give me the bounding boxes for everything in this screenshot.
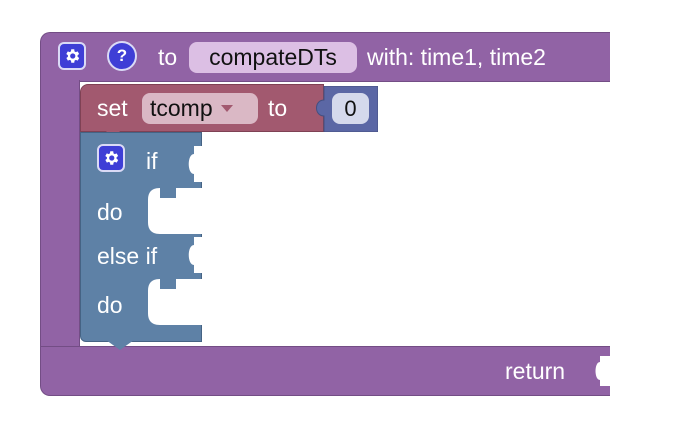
- procedure-params-label[interactable]: with: time1, time2: [367, 44, 546, 70]
- do2-label: do: [97, 292, 123, 318]
- mutator-gear-icon[interactable]: [97, 144, 125, 172]
- help-icon[interactable]: ?: [107, 41, 137, 71]
- set-label: set: [97, 95, 128, 121]
- if-condition-socket[interactable]: [186, 146, 204, 182]
- else-if-condition-socket[interactable]: [186, 237, 204, 273]
- procedure-to-label: to: [158, 44, 178, 70]
- else-if-label: else if: [97, 243, 158, 269]
- gear-icon[interactable]: [58, 42, 86, 70]
- variable-name: tcomp: [150, 95, 213, 121]
- procedure-name-field[interactable]: compateDTs: [189, 42, 357, 73]
- variable-dropdown[interactable]: tcomp: [142, 93, 258, 124]
- do-label: do: [97, 199, 123, 225]
- do2-statement-socket[interactable]: [146, 279, 204, 325]
- set-to-label: to: [268, 95, 288, 121]
- do-statement-socket[interactable]: [146, 188, 204, 234]
- return-label: return: [505, 358, 566, 384]
- if-label: if: [146, 148, 158, 174]
- help-symbol: ?: [116, 46, 128, 65]
- chevron-down-icon: [220, 105, 233, 112]
- procedure-return-bar[interactable]: [40, 346, 610, 396]
- procedure-left-arm: [40, 80, 80, 355]
- if-block-notch: [106, 340, 134, 350]
- return-socket[interactable]: [592, 356, 610, 386]
- number-value-field[interactable]: 0: [332, 93, 369, 124]
